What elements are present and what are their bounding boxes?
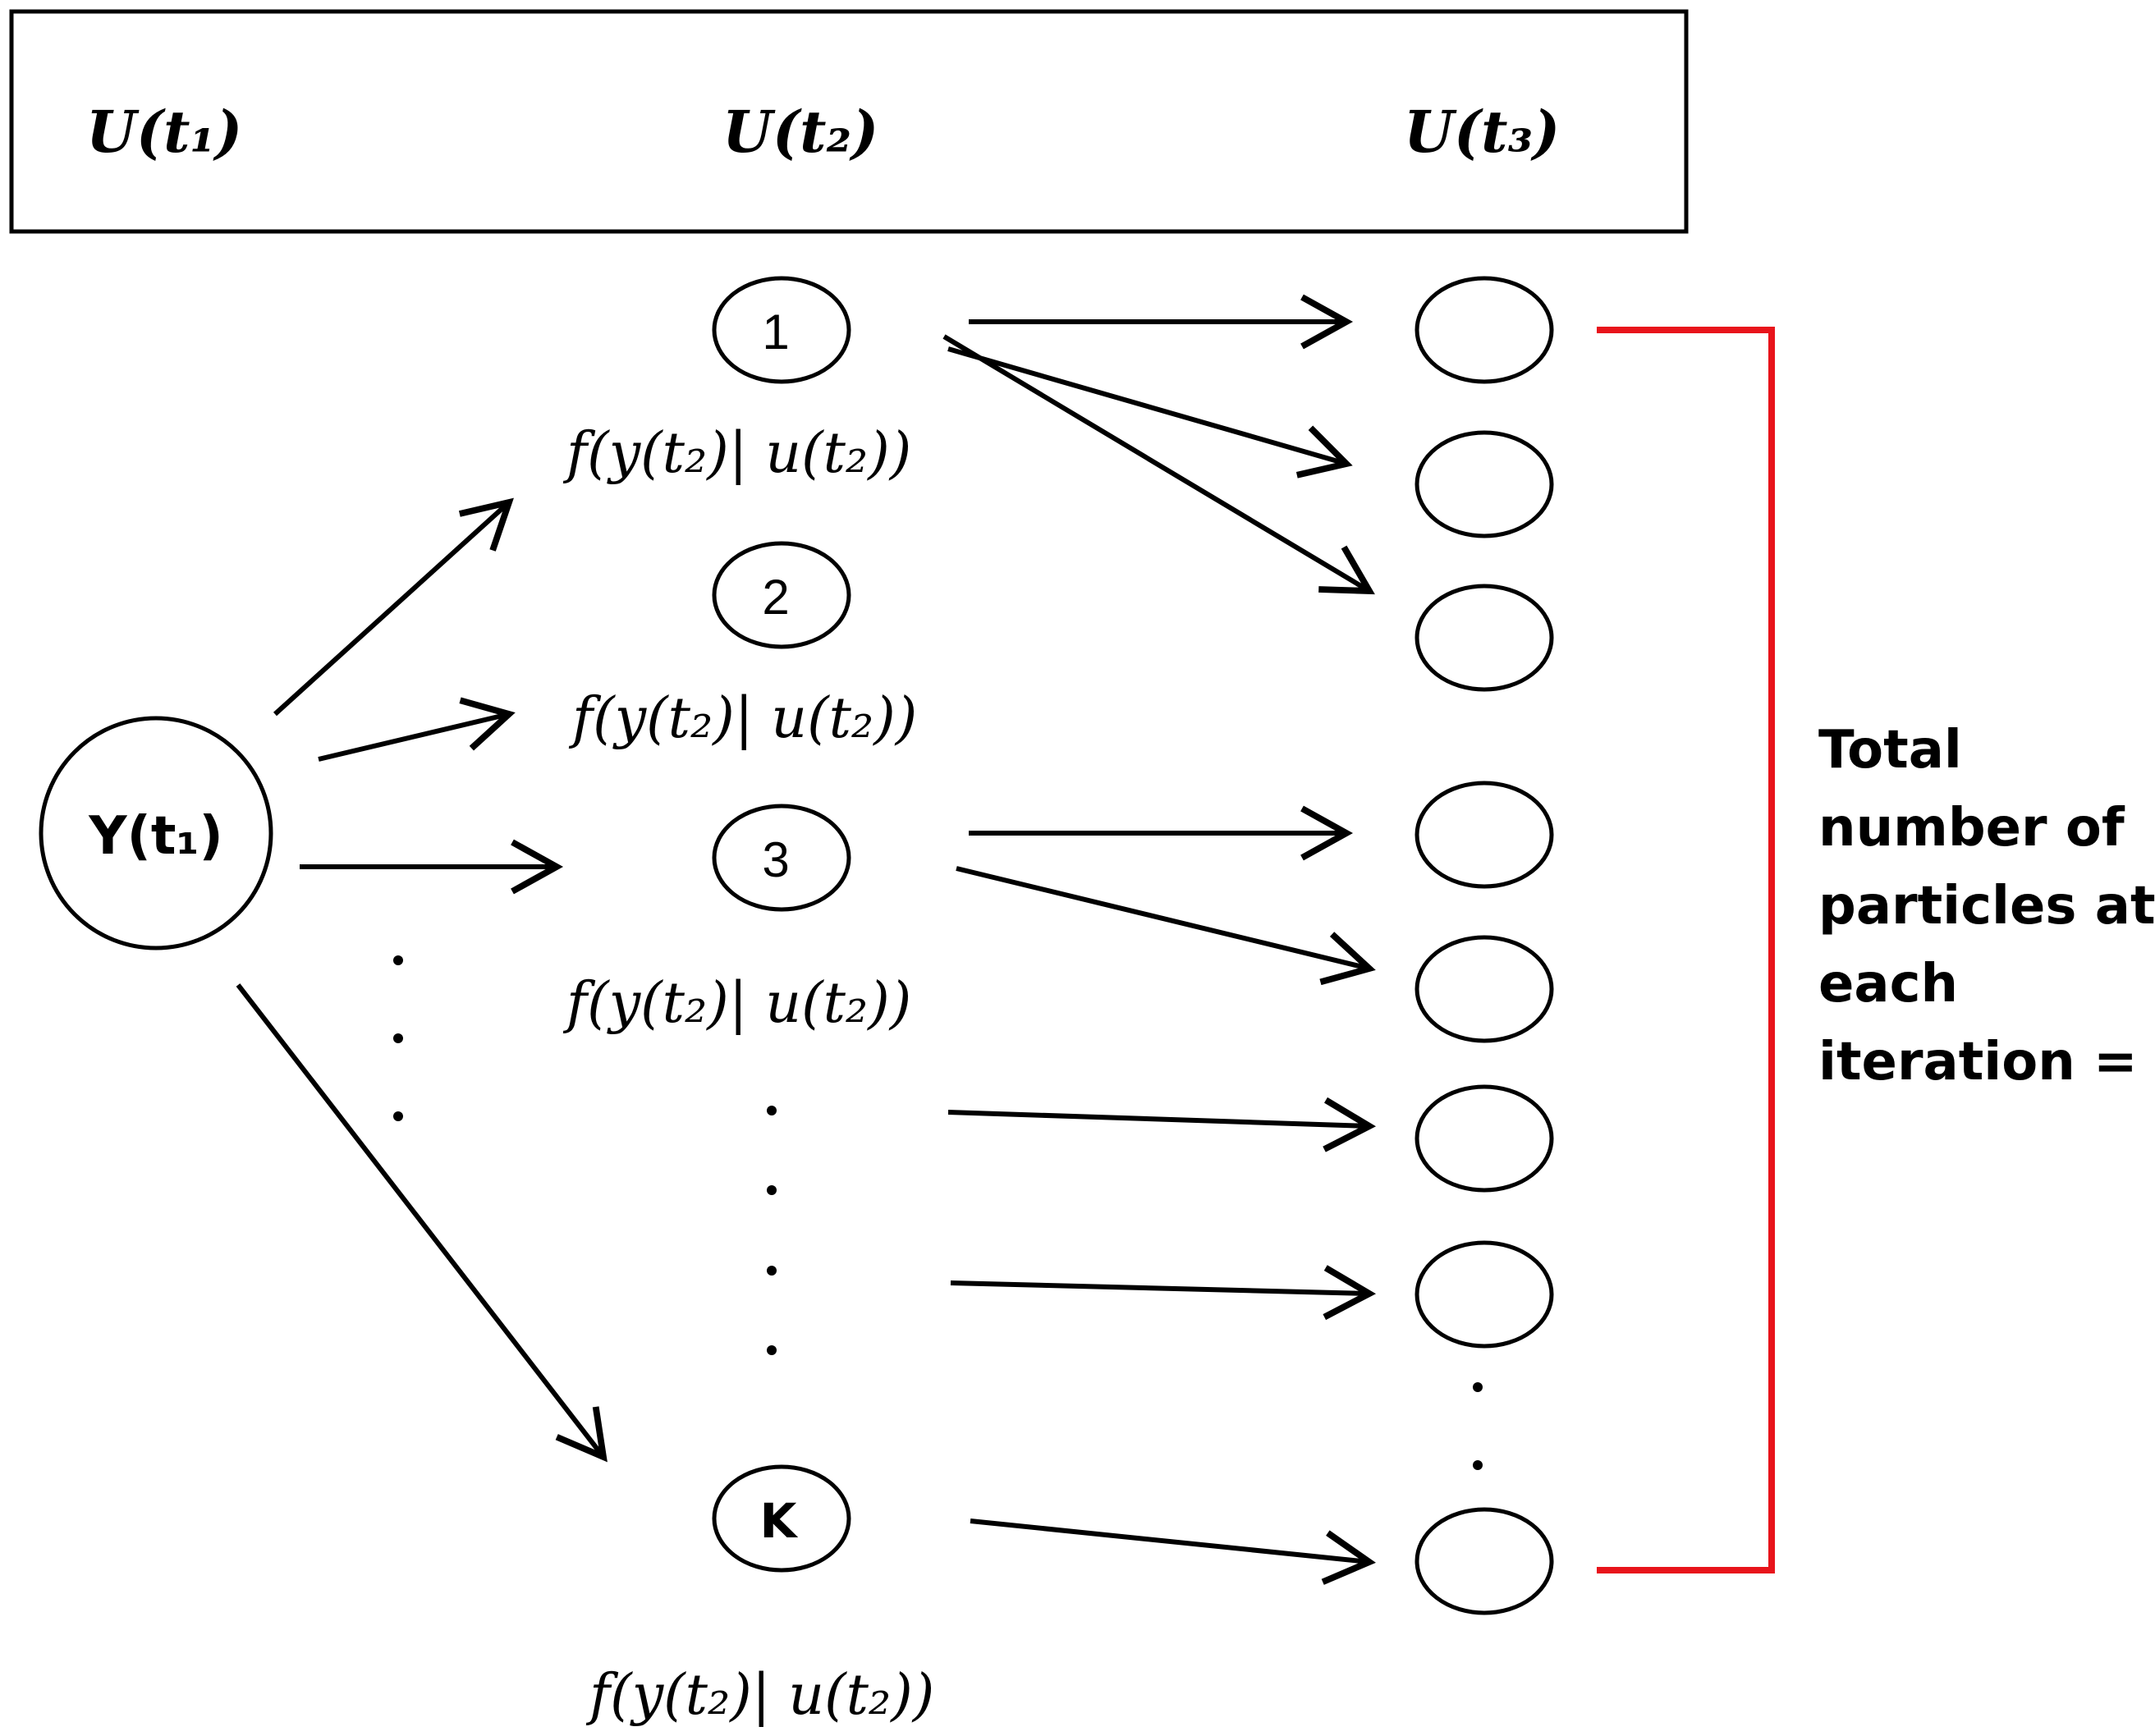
particle-node-3 (712, 804, 851, 912)
arrow-dots-to-f (947, 1097, 1377, 1152)
arrow-3-to-e (956, 866, 1376, 986)
likelihood-label-1: f(y(t₂)| u(t₂)) (562, 421, 911, 486)
particle-node-1 (712, 276, 851, 384)
likelihood-label-3: f(y(t₂)| u(t₂)) (562, 971, 911, 1036)
header-u-t1: U(t₁) (86, 98, 242, 166)
arrow-root-to-1 (273, 497, 514, 717)
header-u-t3: U(t₃) (1404, 98, 1560, 166)
likelihood-label-2: f(y(t₂)| u(t₂)) (568, 686, 917, 751)
next-node-b (1415, 430, 1554, 538)
header-box (9, 9, 1689, 234)
next-node-a (1415, 276, 1554, 384)
next-node-d (1415, 781, 1554, 889)
arrow-dots-to-g (950, 1265, 1377, 1321)
right-ellipsis (1473, 1382, 1483, 1470)
bracket-note-line-2: number of (1818, 798, 2125, 859)
resample-arrows (942, 294, 1377, 1585)
arrow-1-to-c (942, 334, 1375, 595)
particle-label-1: 1 (762, 305, 789, 360)
particle-node-k (712, 1464, 851, 1573)
root-ellipsis (393, 955, 403, 1121)
particle-label-2: 2 (762, 570, 789, 625)
particle-node-2 (712, 541, 851, 649)
arrow-k-to-h (970, 1518, 1376, 1585)
next-step-nodes (1415, 276, 1554, 1615)
particle-label-k: K (760, 1493, 799, 1549)
bracket-note-line-5: iteration = K (1818, 1032, 2155, 1092)
total-bracket (1597, 327, 1775, 1573)
arrow-root-to-k (236, 983, 608, 1463)
next-node-g (1415, 1240, 1554, 1349)
header-u-t2: U(t₂) (722, 98, 878, 166)
next-node-f (1415, 1084, 1554, 1193)
arrow-root-to-2 (318, 697, 516, 762)
root-arrows (236, 497, 608, 1463)
next-node-c (1415, 584, 1554, 692)
bracket-note-line-1: Total (1818, 720, 1962, 781)
likelihood-label-k: f(y(t₂)| u(t₂)) (585, 1663, 934, 1728)
root-node-label: Y(t₁) (88, 806, 222, 867)
bracket-note: Total number of particles at each iterat… (1818, 720, 2155, 1092)
bracket-note-line-3: particles at (1818, 876, 2155, 937)
particle-label-3: 3 (762, 832, 789, 887)
bracket-note-line-4: each (1818, 954, 1958, 1015)
particle-nodes (712, 276, 851, 1573)
arrow-1-to-b (947, 346, 1353, 479)
root-node (39, 716, 273, 950)
next-node-e (1415, 935, 1554, 1043)
middle-ellipsis (767, 1106, 777, 1355)
next-node-h (1415, 1507, 1554, 1615)
